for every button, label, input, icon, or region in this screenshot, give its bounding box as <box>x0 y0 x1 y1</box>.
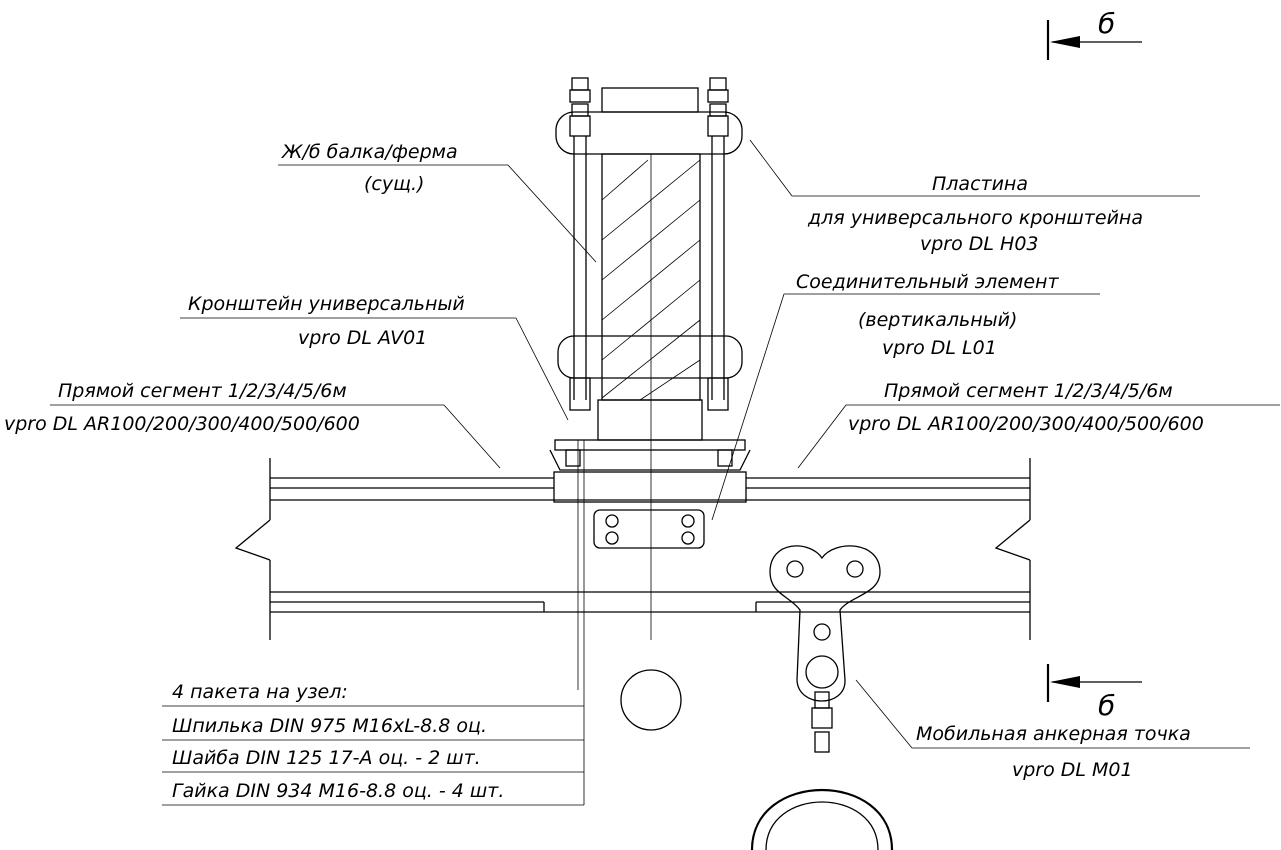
mobile-anchor <box>750 545 894 850</box>
section-mark-top: б <box>1046 7 1142 60</box>
kit-row-3: Гайка DIN 934 М16-8.8 оц. - 4 шт. <box>172 780 504 802</box>
segment-left-label-2: vprо DL AR100/200/300/400/500/600 <box>4 413 360 435</box>
section-mark-bottom: б <box>1046 664 1142 722</box>
bracket-label-1: Кронштейн универсальный <box>188 293 465 315</box>
segment-right-label-2: vprо DL AR100/200/300/400/500/600 <box>848 413 1204 435</box>
kit-row-1: Шпилька DIN 975 М16xL-8.8 оц. <box>172 715 487 737</box>
connector-label-2: (вертикальный) <box>858 309 1017 331</box>
segment-right-label-1: Прямой сегмент 1/2/3/4/5/6м <box>884 380 1173 402</box>
kit-header: 4 пакета на узел: <box>172 681 348 703</box>
pendulum <box>620 669 682 731</box>
leaders <box>50 139 1280 806</box>
rail-bottom <box>270 591 1030 613</box>
beam-label-1: Ж/б балка/ферма <box>281 141 458 163</box>
section-letter-bottom: б <box>1098 689 1115 722</box>
top-nuts <box>569 77 729 137</box>
mobile-anchor-label-2: vprо DL M01 <box>1012 759 1133 781</box>
connector-element <box>593 509 705 549</box>
top-plate <box>555 87 743 155</box>
clamp-plate <box>557 335 743 379</box>
threaded-rods <box>573 136 725 400</box>
connector-label-1: Соединительный элемент <box>796 271 1059 293</box>
segment-left-label-1: Прямой сегмент 1/2/3/4/5/6м <box>58 380 347 402</box>
connector-label-3: vprо DL L01 <box>882 337 997 359</box>
bracket-label-2: vprо DL AV01 <box>298 327 427 349</box>
rail-top <box>270 471 1030 503</box>
bracket <box>549 377 751 471</box>
beam-label-2: (сущ.) <box>364 173 424 195</box>
kit-row-2: Шайба DIN 125 17-А оц. - 2 шт. <box>172 747 481 769</box>
plate-label-3: vprо DL H03 <box>920 233 1039 255</box>
concrete-beam <box>601 153 701 640</box>
plate-label-2: для универсального кронштейна <box>807 207 1143 229</box>
section-letter-top: б <box>1098 7 1115 40</box>
rail-ends <box>234 458 1031 640</box>
plate-label-1: Пластина <box>932 173 1028 195</box>
mobile-anchor-label-1: Мобильная анкерная точка <box>916 723 1191 745</box>
